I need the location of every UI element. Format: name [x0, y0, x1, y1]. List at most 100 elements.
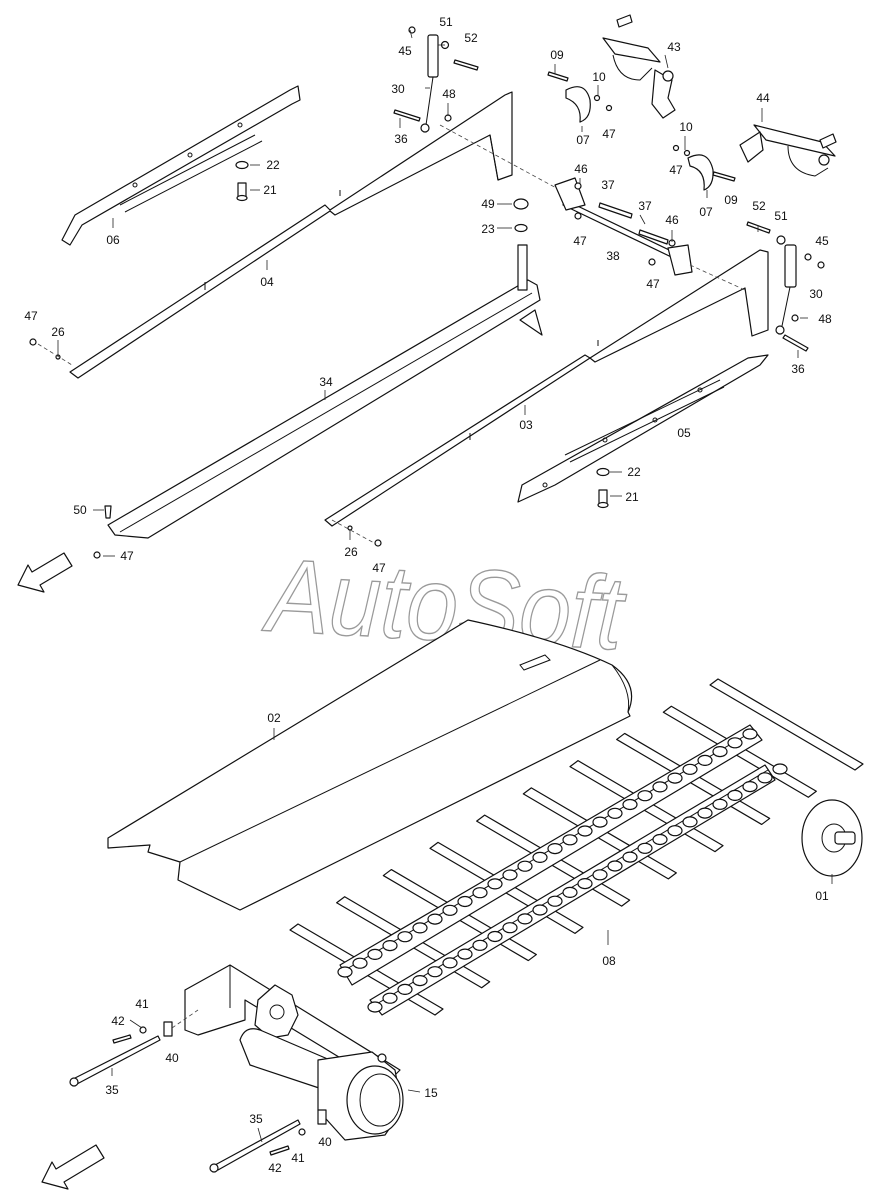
chain-link [637, 842, 653, 854]
chain-link [757, 772, 773, 784]
pin-35-upper [69, 1035, 161, 1087]
chain-conveyor-08 [289, 678, 864, 1016]
callout-03: 03 [519, 418, 533, 432]
callout-26-right: 26 [344, 545, 358, 559]
idler-wheel-01 [801, 799, 863, 877]
callout-07-upper: 07 [576, 133, 590, 147]
washer-22-left [235, 160, 249, 170]
callout-47-shaft-left: 47 [573, 234, 587, 248]
direction-arrow-lower [41, 1144, 105, 1190]
callout-51-right: 51 [774, 209, 788, 223]
callout-21-right: 21 [625, 490, 639, 504]
shaft-38 [554, 177, 693, 276]
latch-handle-43 [602, 14, 676, 119]
hardware-right-tip [331, 519, 382, 547]
chain-link [622, 798, 638, 811]
callout-49: 49 [481, 197, 495, 211]
callout-26-left: 26 [51, 325, 65, 339]
chain-link [562, 834, 578, 846]
callout-42-upper: 42 [111, 1014, 125, 1028]
chain-link [682, 816, 698, 828]
chain-link [607, 807, 623, 819]
chain-link [712, 798, 728, 810]
chain-link [592, 869, 608, 881]
chain-link [577, 825, 593, 837]
callout-48-left: 48 [442, 87, 456, 101]
chain-link [472, 939, 488, 951]
callout-40-upper: 40 [165, 1051, 179, 1065]
bolt-21-right [597, 489, 609, 509]
clip-07-lower [672, 144, 736, 191]
callout-47-bottom-left: 47 [120, 549, 134, 563]
nut-47-bottom-left [93, 551, 101, 559]
callout-22-left: 22 [266, 158, 280, 172]
hardware-left-tip [29, 338, 73, 366]
chain-link [592, 816, 608, 828]
chain-link [337, 966, 353, 978]
chain-link [697, 807, 713, 819]
chain-link [682, 763, 698, 775]
chain-link [652, 781, 668, 793]
callout-50: 50 [73, 503, 87, 517]
chain-link [412, 922, 428, 934]
callout-38: 38 [606, 249, 620, 263]
chain-link [667, 772, 683, 784]
conveyor-slat [709, 678, 864, 771]
chain-link [637, 790, 653, 802]
bushing-49 [513, 198, 529, 210]
rake-arm-05 [517, 354, 769, 503]
chain-link [472, 887, 488, 899]
hardware-left-top [393, 26, 561, 191]
callout-36-right: 36 [791, 362, 805, 376]
callout-52-right: 52 [752, 199, 766, 213]
callout-30-left: 30 [391, 82, 405, 96]
callout-09-upper: 09 [550, 48, 564, 62]
chain-link [607, 860, 623, 872]
rake-arm-06 [61, 85, 301, 246]
callout-45-right: 45 [815, 234, 829, 248]
chain-link [502, 869, 518, 881]
chain-link [727, 737, 743, 749]
callout-41-upper: 41 [135, 997, 149, 1011]
chain-link [487, 878, 503, 890]
drive-motor-15 [239, 1028, 404, 1141]
chain-link [367, 1001, 383, 1013]
callout-48-right: 48 [818, 312, 832, 326]
chain-link [427, 966, 443, 978]
chain-link [397, 983, 413, 996]
chain-link [367, 948, 383, 961]
chain-link [547, 895, 563, 907]
chain-link [532, 904, 548, 916]
callout-04: 04 [260, 275, 274, 289]
chain-link [577, 877, 593, 890]
callout-09-lower: 09 [724, 193, 738, 207]
callout-47-left-tip: 47 [24, 309, 38, 323]
chain-link [457, 948, 473, 960]
callout-37-upper: 37 [601, 178, 615, 192]
callout-35-upper: 35 [105, 1083, 119, 1097]
chain-link [547, 842, 563, 855]
side-beam-03 [324, 249, 769, 527]
chain-link [697, 754, 713, 767]
pin-35-lower [209, 1119, 301, 1173]
chain-link [517, 860, 533, 872]
callout-42-lower: 42 [268, 1161, 282, 1175]
callout-30-right: 30 [809, 287, 823, 301]
callout-35-lower: 35 [249, 1112, 263, 1126]
washer-23 [514, 223, 528, 233]
callout-46-upper: 46 [574, 162, 588, 176]
callout-36-left: 36 [394, 132, 408, 146]
chain-link [712, 745, 728, 758]
chain-link [457, 895, 473, 908]
chain-link [442, 957, 458, 969]
screw-50 [104, 505, 112, 519]
cover-plate-02 [107, 619, 633, 911]
callout-02: 02 [267, 711, 281, 725]
bolt-21-left [236, 182, 248, 202]
callout-07-lower: 07 [699, 205, 713, 219]
chain-link [412, 974, 428, 987]
callout-51-left: 51 [439, 15, 453, 29]
callout-15: 15 [424, 1086, 438, 1100]
chain-link [397, 931, 413, 943]
